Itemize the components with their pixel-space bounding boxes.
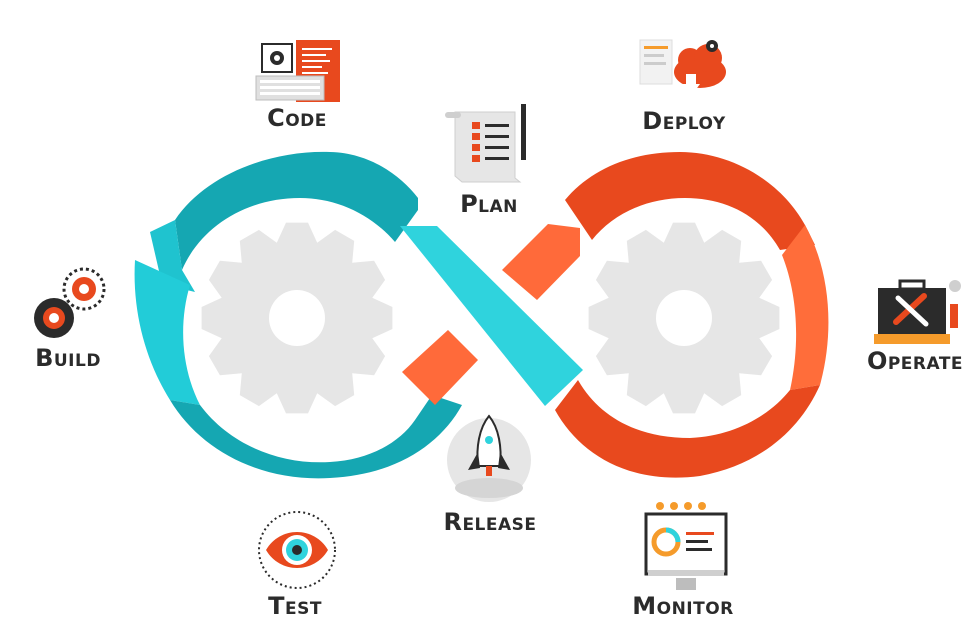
cross-band-orange-upper xyxy=(502,224,580,300)
eye-icon xyxy=(258,511,336,589)
gear-hole xyxy=(656,290,712,346)
code-editor-keyboard-icon xyxy=(255,40,340,102)
toolbox-icon xyxy=(874,279,961,344)
label-monitor: Monitor xyxy=(632,592,734,620)
monitor-dashboard-icon xyxy=(644,502,728,590)
label-code: Code xyxy=(267,104,327,132)
label-operate: Operate xyxy=(866,347,964,375)
gears-icon xyxy=(34,267,106,338)
label-build: Build xyxy=(35,344,101,372)
gear-hole xyxy=(269,290,325,346)
label-test: Test xyxy=(268,592,322,620)
left-loop xyxy=(134,151,462,479)
cross-band-orange-lower xyxy=(402,330,478,405)
cloud-upload-icon xyxy=(639,39,726,96)
right-loop xyxy=(555,152,829,478)
rocket-icon xyxy=(447,414,531,502)
checklist-scroll-icon xyxy=(445,104,526,183)
gear-left xyxy=(201,222,393,414)
label-release: Release xyxy=(443,508,537,536)
gear-right xyxy=(588,222,780,414)
label-plan: Plan xyxy=(460,190,518,218)
label-deploy: Deploy xyxy=(642,107,726,135)
cross-band-teal xyxy=(400,226,583,406)
